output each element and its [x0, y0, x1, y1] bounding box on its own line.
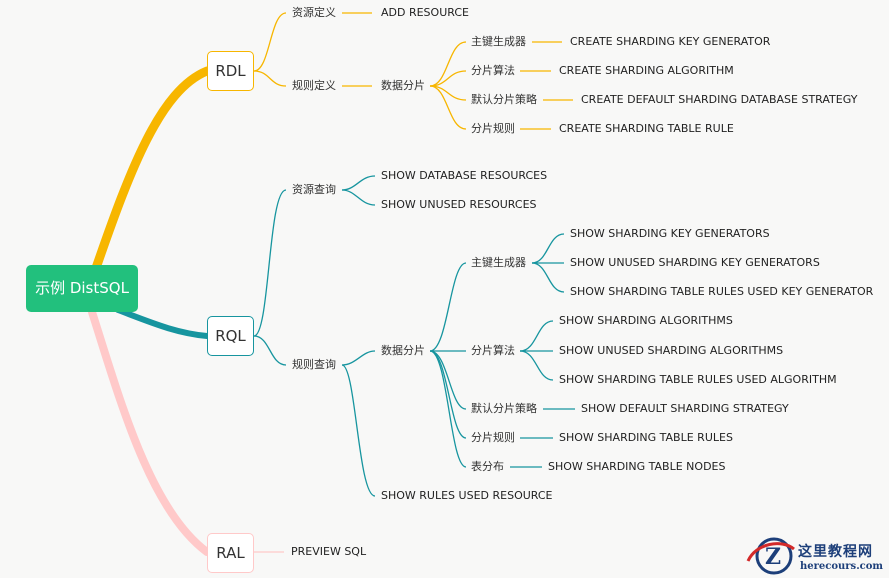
rql-keygen-node[interactable]: 主键生成器 — [471, 256, 526, 269]
rdl-sharding-node[interactable]: 数据分片 — [381, 79, 425, 92]
rql-resource-node[interactable]: 资源查询 — [292, 183, 336, 196]
rql-strategy-item[interactable]: SHOW DEFAULT SHARDING STRATEGY — [581, 402, 789, 415]
watermark-logo-icon: Z — [746, 537, 795, 575]
branch-rdl — [91, 66, 212, 273]
rql-used-resource-item[interactable]: SHOW RULES USED RESOURCE — [381, 489, 553, 502]
rql-algorithm-item[interactable]: SHOW SHARDING ALGORITHMS — [559, 314, 733, 327]
rdl-keygen-node[interactable]: 主键生成器 — [471, 35, 526, 48]
rql-keygen-item[interactable]: SHOW UNUSED SHARDING KEY GENERATORS — [570, 256, 820, 269]
rql-algorithm-item[interactable]: SHOW SHARDING TABLE RULES USED ALGORITHM — [559, 373, 837, 386]
svg-text:Z: Z — [765, 544, 781, 570]
rdl-keygen-item[interactable]: CREATE SHARDING KEY GENERATOR — [570, 35, 771, 48]
rdl-strategy-node[interactable]: 默认分片策略 — [471, 93, 537, 106]
rdl-connectors — [253, 12, 573, 130]
rdl-resource-item[interactable]: ADD RESOURCE — [381, 6, 469, 19]
rdl-table-rule-node[interactable]: 分片规则 — [471, 122, 515, 135]
rdl-node[interactable]: RDL — [207, 51, 254, 91]
rdl-algorithm-node[interactable]: 分片算法 — [471, 64, 515, 77]
rql-keygen-item[interactable]: SHOW SHARDING TABLE RULES USED KEY GENER… — [570, 285, 874, 298]
rql-rule-node[interactable]: 规则查询 — [292, 358, 336, 371]
rdl-resource-node[interactable]: 资源定义 — [292, 6, 336, 19]
rql-strategy-node[interactable]: 默认分片策略 — [471, 402, 537, 415]
rdl-table-rule-item[interactable]: CREATE SHARDING TABLE RULE — [559, 122, 734, 135]
rql-table-dist-item[interactable]: SHOW SHARDING TABLE NODES — [548, 460, 726, 473]
rql-connectors — [253, 175, 575, 497]
rql-algorithm-item[interactable]: SHOW UNUSED SHARDING ALGORITHMS — [559, 344, 784, 357]
rql-table-rule-item[interactable]: SHOW SHARDING TABLE RULES — [559, 431, 733, 444]
watermark-url: herecours.com — [800, 561, 884, 572]
rdl-rule-node[interactable]: 规则定义 — [292, 79, 336, 92]
root-node[interactable]: 示例 DistSQL — [26, 265, 138, 312]
rdl-algorithm-item[interactable]: CREATE SHARDING ALGORITHM — [559, 64, 734, 77]
ral-node[interactable]: RAL — [207, 533, 254, 573]
rql-resource-item[interactable]: SHOW UNUSED RESOURCES — [381, 198, 537, 211]
ral-item[interactable]: PREVIEW SQL — [291, 545, 367, 558]
rql-algorithm-node[interactable]: 分片算法 — [471, 344, 515, 357]
rql-keygen-item[interactable]: SHOW SHARDING KEY GENERATORS — [570, 227, 770, 240]
watermark-title: 这里教程网 — [798, 544, 873, 560]
rql-sharding-node[interactable]: 数据分片 — [381, 344, 425, 357]
rql-resource-item[interactable]: SHOW DATABASE RESOURCES — [381, 169, 548, 182]
branch-rql — [115, 307, 210, 339]
branch-ral — [88, 308, 211, 556]
rdl-strategy-item[interactable]: CREATE DEFAULT SHARDING DATABASE STRATEG… — [581, 93, 858, 106]
rql-node[interactable]: RQL — [207, 316, 254, 356]
rql-table-dist-node[interactable]: 表分布 — [471, 460, 504, 473]
rql-table-rule-node[interactable]: 分片规则 — [471, 431, 515, 444]
